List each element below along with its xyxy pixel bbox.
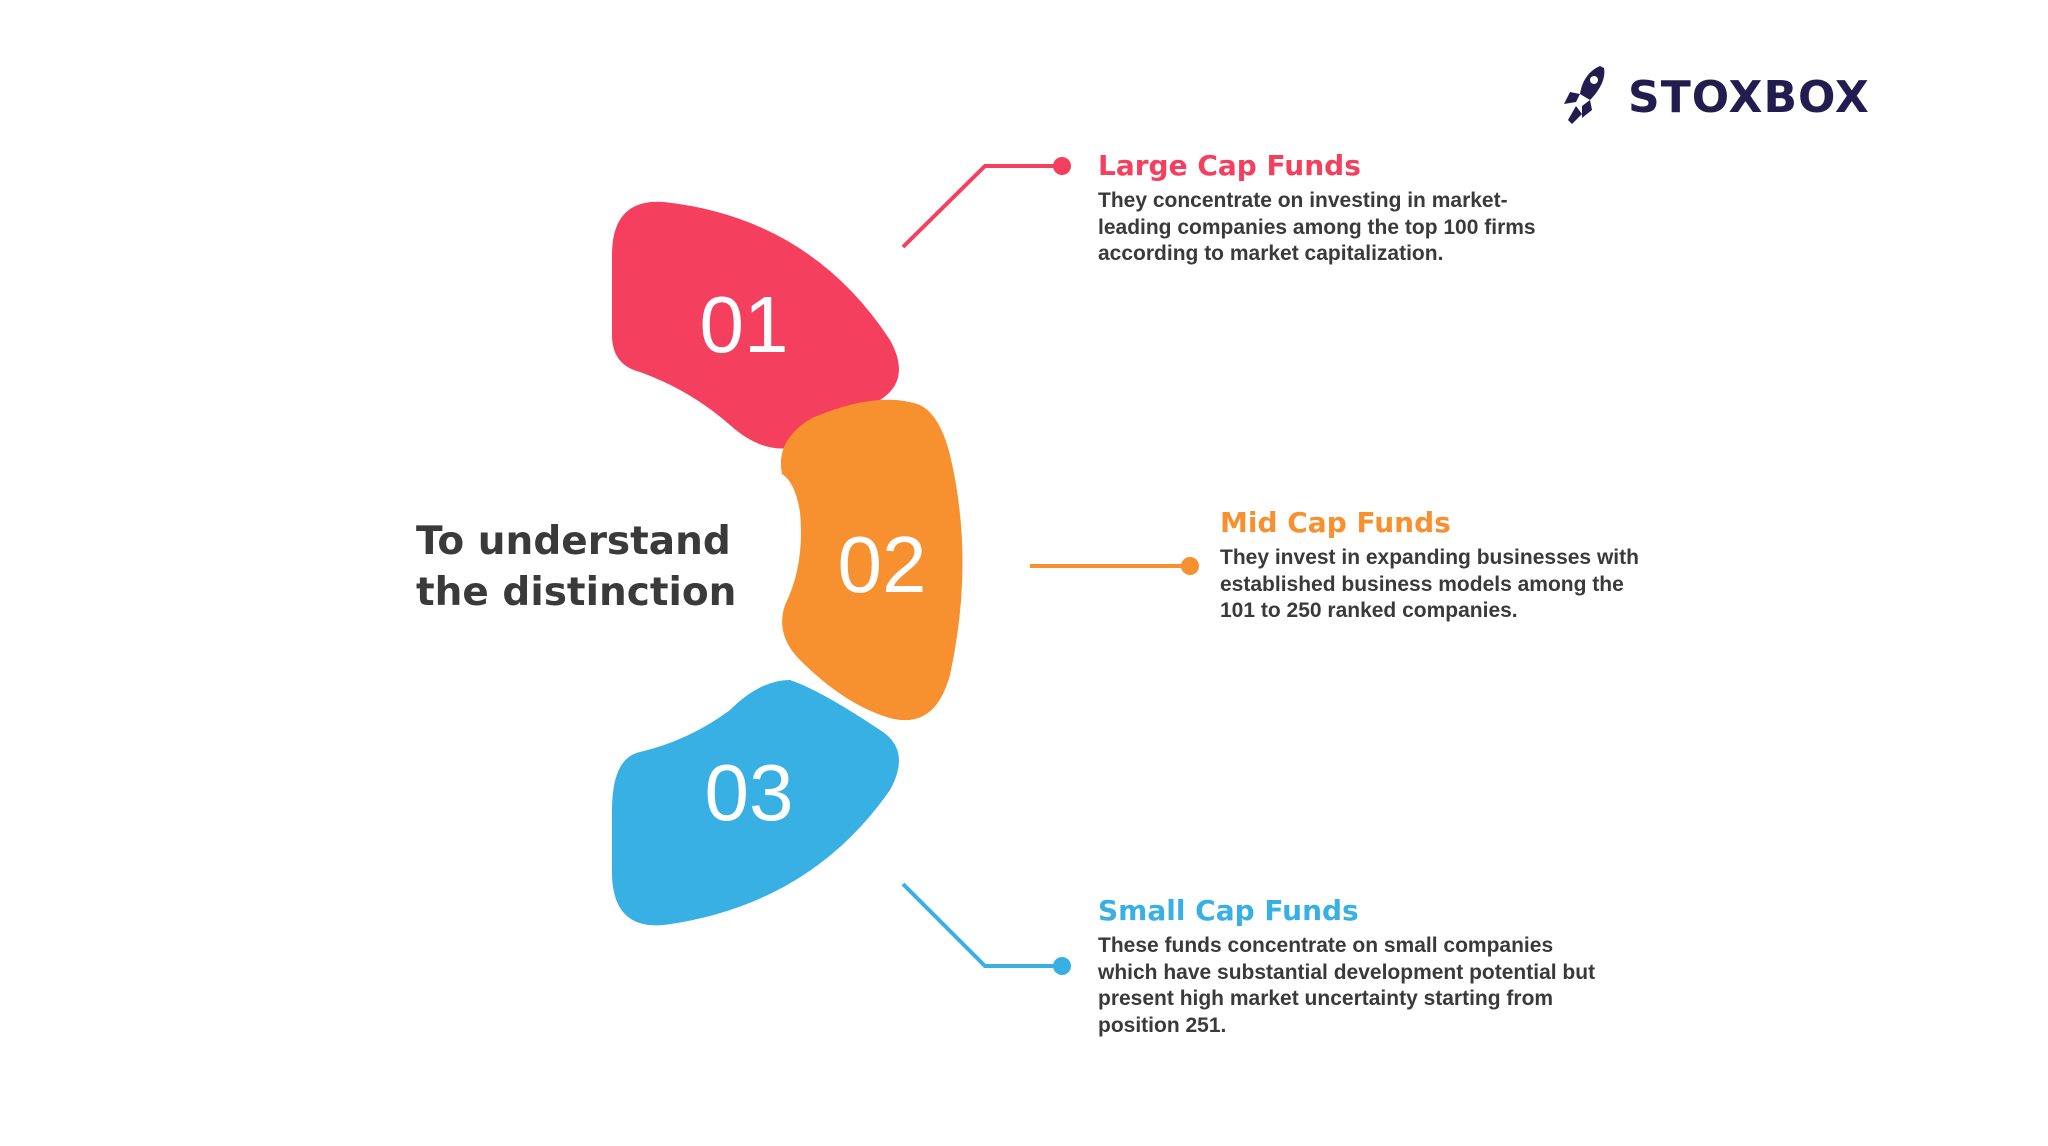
segment-02 — [780, 399, 963, 721]
connector-01 — [901, 157, 1071, 249]
segment-number-02: 02 — [838, 520, 927, 609]
connector-02 — [1030, 557, 1199, 575]
segment-number-01: 01 — [700, 280, 789, 369]
brand-logo: STOXBOX — [1560, 62, 1870, 132]
segment-03 — [612, 680, 899, 926]
item-title-small-cap: Small Cap Funds — [1098, 894, 1359, 927]
brand-name: STOXBOX — [1628, 71, 1870, 123]
connector-03 — [901, 882, 1071, 975]
item-title-large-cap: Large Cap Funds — [1098, 149, 1361, 182]
segment-number-03: 03 — [705, 748, 794, 837]
item-description-small-cap: These funds concentrate on small compani… — [1098, 934, 1596, 1037]
item-large-cap: Large Cap Funds They concentrate on inve… — [1098, 148, 1538, 268]
segment-01 — [612, 201, 899, 449]
rocket-icon — [1564, 66, 1605, 124]
item-mid-cap: Mid Cap Funds They invest in expanding b… — [1220, 505, 1660, 625]
intro-heading: To understand the distinction — [416, 519, 737, 615]
item-small-cap: Small Cap Funds These funds concentrate … — [1098, 893, 1618, 1039]
item-title-mid-cap: Mid Cap Funds — [1220, 506, 1451, 539]
item-description-large-cap: They concentrate on investing in market-… — [1098, 189, 1536, 265]
item-description-mid-cap: They invest in expanding businesses with… — [1220, 546, 1639, 622]
